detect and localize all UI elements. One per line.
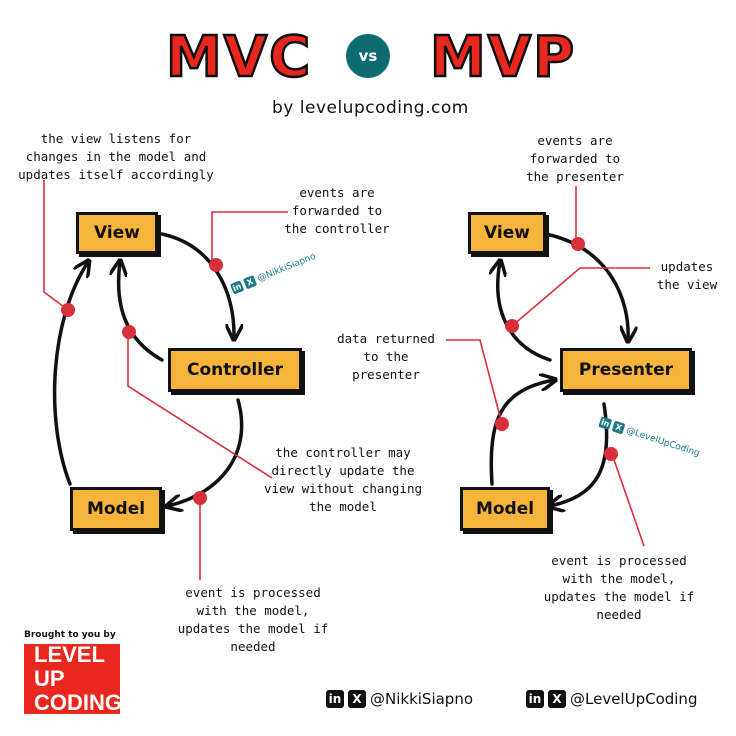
brought-to-you-label: Brought to you by: [24, 630, 116, 640]
mvp-arrow-presenter-to-model: [550, 402, 609, 506]
mvc-connector-direct-update: [127, 332, 273, 479]
mvc-dot-1: [61, 303, 75, 317]
mvp-connector-event-processed: [611, 453, 645, 547]
footer-handle-nikki-text: @NikkiSiapno: [370, 690, 474, 708]
mvp-arrow-presenter-to-view: [498, 262, 552, 362]
mvp-note-updates-view: updates the view: [656, 259, 718, 292]
mvp-dot-1: [571, 237, 585, 251]
mvp-connector-updates-view: [511, 267, 650, 327]
x-icon: X: [348, 690, 366, 708]
mvc-arrow-controller-to-model: [168, 398, 244, 506]
mvc-arrow-model-to-view: [52, 262, 88, 486]
mvp-arrow-view-to-presenter: [544, 232, 628, 340]
mvc-note-events-forwarded: events are forwarded to the controller: [284, 185, 390, 236]
footer-handle-nikki[interactable]: in X @NikkiSiapno: [326, 690, 473, 708]
mvc-connector-events: [211, 211, 288, 264]
mvp-dot-4: [604, 447, 618, 461]
mvc-note-view-listens: the view listens for changes in the mode…: [18, 131, 214, 182]
logo-line-2: CODING: [34, 690, 122, 715]
linkedin-icon: in: [526, 690, 544, 708]
mvc-controller-box: Controller: [168, 348, 302, 392]
mvp-note-data-returned: data returned to the presenter: [337, 331, 435, 382]
footer-handle-levelup-text: @LevelUpCoding: [570, 690, 698, 708]
mvp-arrow-model-to-presenter: [489, 380, 554, 486]
mvp-dot-3: [495, 417, 509, 431]
mvp-title: MVP: [429, 25, 577, 90]
mvc-arrow-view-to-controller: [160, 232, 234, 338]
vs-badge: vs: [346, 34, 390, 78]
mvc-dot-3: [122, 325, 136, 339]
byline: by levelupcoding.com: [272, 98, 469, 118]
mvc-dot-2: [209, 258, 223, 272]
mvc-title: MVC: [165, 25, 313, 90]
mvc-arrow-controller-to-view: [119, 262, 164, 362]
mvp-note-event-processed: event is processed with the model, updat…: [543, 553, 695, 622]
mvc-model-box: Model: [70, 487, 162, 531]
logo-line-1: LEVEL UP: [34, 642, 105, 691]
x-icon: X: [548, 690, 566, 708]
mvp-dot-2: [505, 319, 519, 333]
mvc-view-box: View: [76, 212, 158, 254]
mvc-connector-view-listens: [43, 180, 69, 311]
mvc-note-event-processed: event is processed with the model, updat…: [177, 585, 329, 654]
linkedin-icon: in: [326, 690, 344, 708]
mvp-model-box: Model: [460, 487, 550, 531]
footer-handle-levelup[interactable]: in X @LevelUpCoding: [526, 690, 697, 708]
level-up-coding-logo: LEVEL UP CODING: [24, 642, 122, 715]
mvc-note-controller-may: the controller may directly update the v…: [263, 445, 423, 514]
mvp-presenter-box: Presenter: [560, 348, 692, 392]
mvp-connector-data-returned: [446, 339, 503, 425]
mvp-view-box: View: [468, 212, 546, 254]
mvc-dot-4: [193, 491, 207, 505]
mvp-note-events-forwarded: events are forwarded to the presenter: [526, 133, 624, 184]
